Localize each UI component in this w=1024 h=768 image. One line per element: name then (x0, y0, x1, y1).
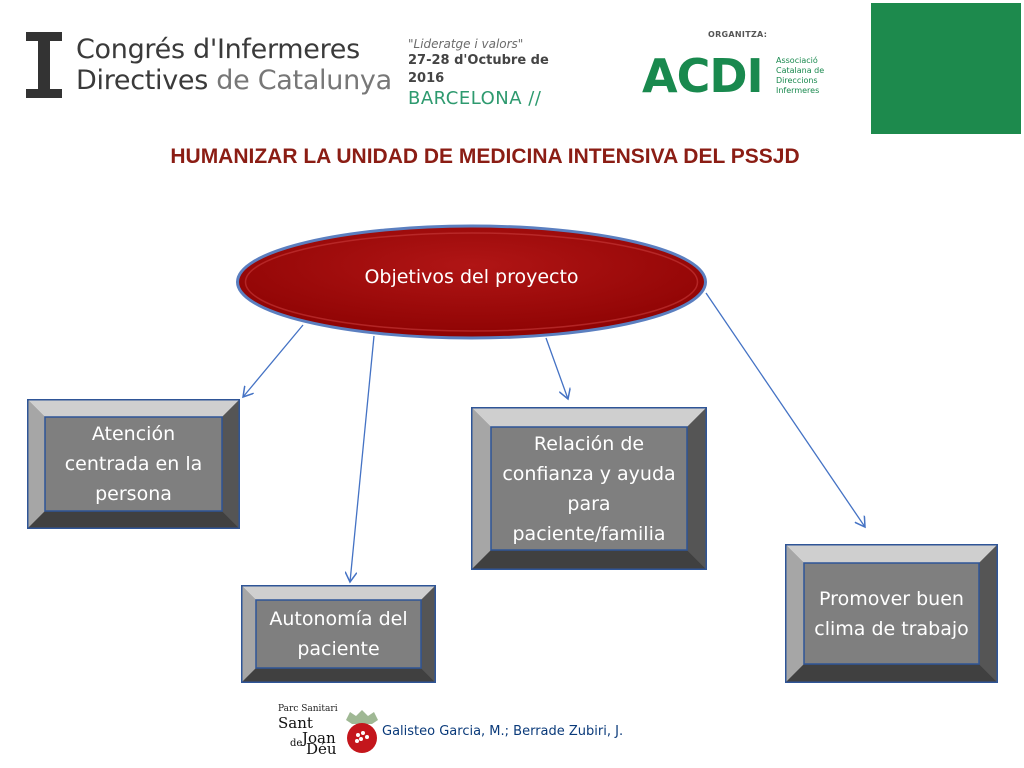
node-clima: Promover buen clima de trabajo (785, 544, 998, 683)
organizer-description: Associació Catalana de Direccions Inferm… (776, 56, 846, 96)
authors: Galisteo Garcia, M.; Berrade Zubiri, J. (382, 724, 624, 739)
logo-sant: Sant (278, 714, 313, 732)
event-info: "Lideratge i valors" 27-28 d'Octubre de … (408, 36, 578, 110)
congress-line2-b: de Catalunya (216, 65, 392, 96)
logo-deu: Déu (306, 740, 337, 758)
roman-numeral-mark (26, 32, 62, 98)
slide-title: HUMANIZAR LA UNIDAD DE MEDICINA INTENSIV… (170, 145, 800, 168)
congress-name: Congrés d'Infermeres Directives de Catal… (76, 34, 392, 96)
congress-line1-a: Congrés (76, 34, 193, 65)
node-autonomia: Autonomía del paciente (241, 585, 436, 683)
logo-small-text: Parc Sanitari (278, 704, 338, 714)
node-relacion-label: Relación de confianza y ayuda para pacie… (502, 432, 676, 545)
node-relacion: Relación de confianza y ayuda para pacie… (471, 407, 707, 570)
organizer-desc-line: Direccions (776, 76, 818, 85)
node-clima-label: Promover buen clima de trabajo (814, 587, 969, 640)
node-atencion-label: Atención centrada en la persona (64, 423, 203, 505)
organizer-desc-line: Infermeres (776, 86, 820, 95)
organizer-label: ORGANITZA: (708, 30, 768, 39)
node-autonomia-label: Autonomía del paciente (269, 608, 408, 660)
event-city: BARCELONA // (408, 88, 542, 109)
objectives-ellipse (236, 224, 707, 340)
organizer-desc-line: Associació (776, 56, 818, 65)
logo-joan: Joan (302, 729, 336, 747)
congress-line1-b: d'Infermeres (193, 34, 360, 65)
conference-header: Congrés d'Infermeres Directives de Catal… (0, 0, 1024, 140)
sant-joan-de-deu-logo: Parc Sanitari Sant Joan de Déu (272, 700, 382, 760)
connector-clima (705, 292, 865, 527)
organizer-logo: ORGANITZA: ACDI Associació Catalana de D… (640, 30, 840, 110)
congress-logo: Congrés d'Infermeres Directives de Catal… (26, 30, 396, 110)
congress-line2-a: Directives (76, 65, 217, 96)
event-dates: 27-28 d'Octubre de 2016 (408, 53, 549, 86)
logo-de: de (290, 738, 303, 749)
footer: Parc Sanitari Sant Joan de Déu Galisteo … (272, 700, 692, 760)
pomegranate-emblem-icon (346, 710, 378, 753)
connector-atencion (243, 324, 304, 397)
objectives-label: Objetivos del proyecto (364, 266, 579, 288)
acdi-wordmark: ACDI (642, 49, 764, 103)
node-atencion: Atención centrada en la persona (27, 399, 240, 529)
organizer-desc-line: Catalana de (776, 66, 825, 75)
green-brand-block (871, 3, 1021, 134)
connector-autonomia (350, 335, 375, 582)
event-motto: "Lideratge i valors" (408, 37, 524, 51)
connector-relacion (545, 337, 568, 399)
